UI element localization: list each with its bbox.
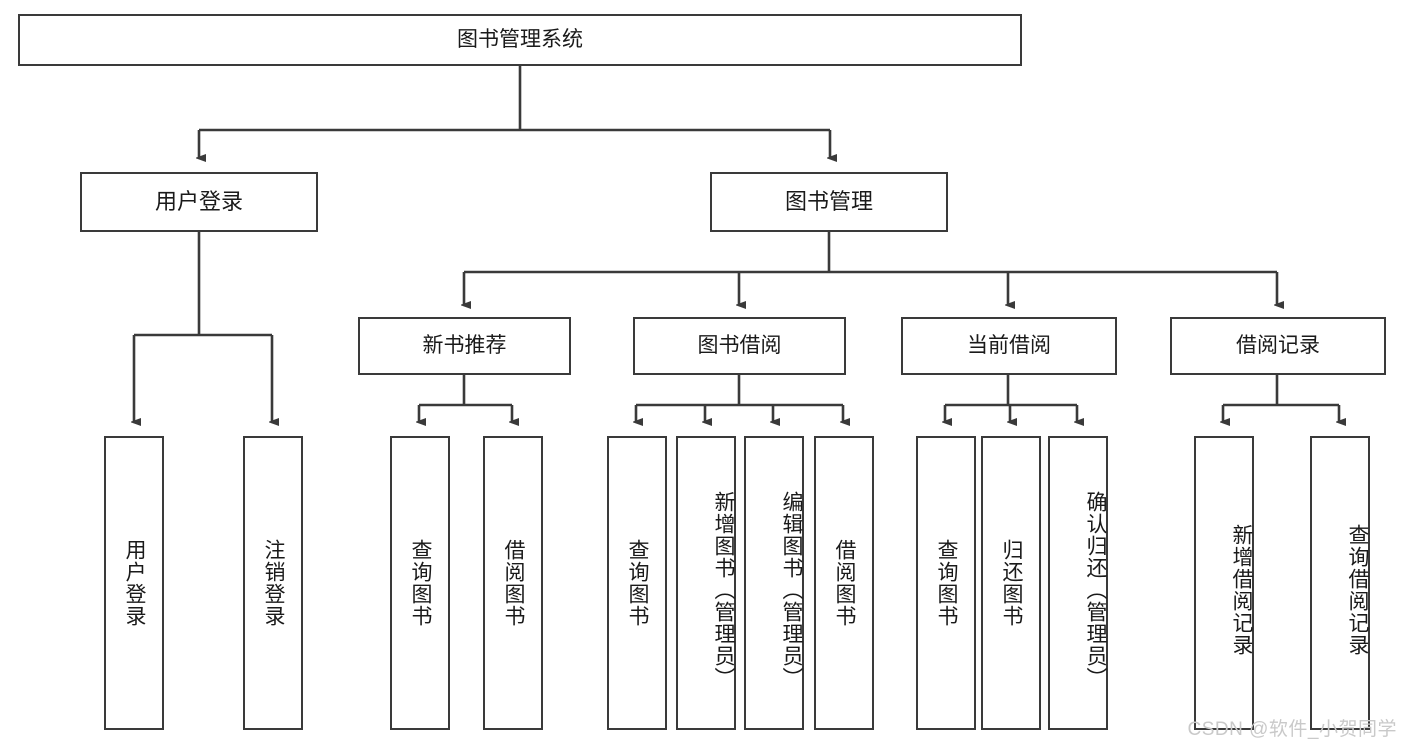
leaf-borrow-query-book-label: 查询图书 <box>626 539 650 627</box>
leaf-borrow-add-book[interactable]: 新增图书（管理员） <box>676 436 736 730</box>
node-current-borrow[interactable]: 当前借阅 <box>901 317 1117 375</box>
leaf-record-add-record-label: 新增借阅记录 <box>1230 524 1253 656</box>
leaf-current-return-book[interactable]: 归还图书 <box>981 436 1041 730</box>
watermark-text: CSDN @软件_小贺同学 <box>1187 719 1397 740</box>
node-book-borrow[interactable]: 图书借阅 <box>633 317 846 375</box>
node-current-borrow-label: 当前借阅 <box>967 333 1051 357</box>
node-user-login[interactable]: 用户登录 <box>80 172 318 232</box>
leaf-current-return-book-label: 归还图书 <box>1000 539 1024 627</box>
leaf-record-add-record[interactable]: 新增借阅记录 <box>1194 436 1254 730</box>
leaf-borrow-add-book-label: 新增图书（管理员） <box>712 491 735 689</box>
leaf-borrow-borrow-book-label: 借阅图书 <box>833 539 857 627</box>
leaf-borrow-query-book[interactable]: 查询图书 <box>607 436 667 730</box>
node-root[interactable]: 图书管理系统 <box>18 14 1022 66</box>
leaf-user-login[interactable]: 用户登录 <box>104 436 164 730</box>
leaf-current-confirm-return-label: 确认归还（管理员） <box>1084 491 1107 689</box>
leaf-borrow-edit-book[interactable]: 编辑图书（管理员） <box>744 436 804 730</box>
node-root-label: 图书管理系统 <box>457 27 583 51</box>
node-book-management[interactable]: 图书管理 <box>710 172 948 232</box>
leaf-record-query-record-label: 查询借阅记录 <box>1346 524 1369 656</box>
node-user-login-label: 用户登录 <box>154 189 243 215</box>
leaf-current-query-book-label: 查询图书 <box>935 539 959 627</box>
leaf-recommend-query-book-label: 查询图书 <box>409 539 433 627</box>
leaf-recommend-borrow-book[interactable]: 借阅图书 <box>483 436 543 730</box>
node-borrow-record[interactable]: 借阅记录 <box>1170 317 1386 375</box>
leaf-logout[interactable]: 注销登录 <box>243 436 303 730</box>
leaf-recommend-query-book[interactable]: 查询图书 <box>390 436 450 730</box>
node-book-borrow-label: 图书借阅 <box>697 333 782 357</box>
leaf-recommend-borrow-book-label: 借阅图书 <box>502 539 526 627</box>
leaf-logout-label: 注销登录 <box>262 539 286 627</box>
node-borrow-record-label: 借阅记录 <box>1236 333 1320 357</box>
node-new-book-recommend[interactable]: 新书推荐 <box>358 317 571 375</box>
leaf-current-query-book[interactable]: 查询图书 <box>916 436 976 730</box>
node-book-management-label: 图书管理 <box>784 189 873 215</box>
leaf-current-confirm-return[interactable]: 确认归还（管理员） <box>1048 436 1108 730</box>
leaf-user-login-label: 用户登录 <box>123 539 147 627</box>
leaf-record-query-record[interactable]: 查询借阅记录 <box>1310 436 1370 730</box>
node-new-book-recommend-label: 新书推荐 <box>422 333 507 357</box>
leaf-borrow-borrow-book[interactable]: 借阅图书 <box>814 436 874 730</box>
leaf-borrow-edit-book-label: 编辑图书（管理员） <box>780 491 803 689</box>
